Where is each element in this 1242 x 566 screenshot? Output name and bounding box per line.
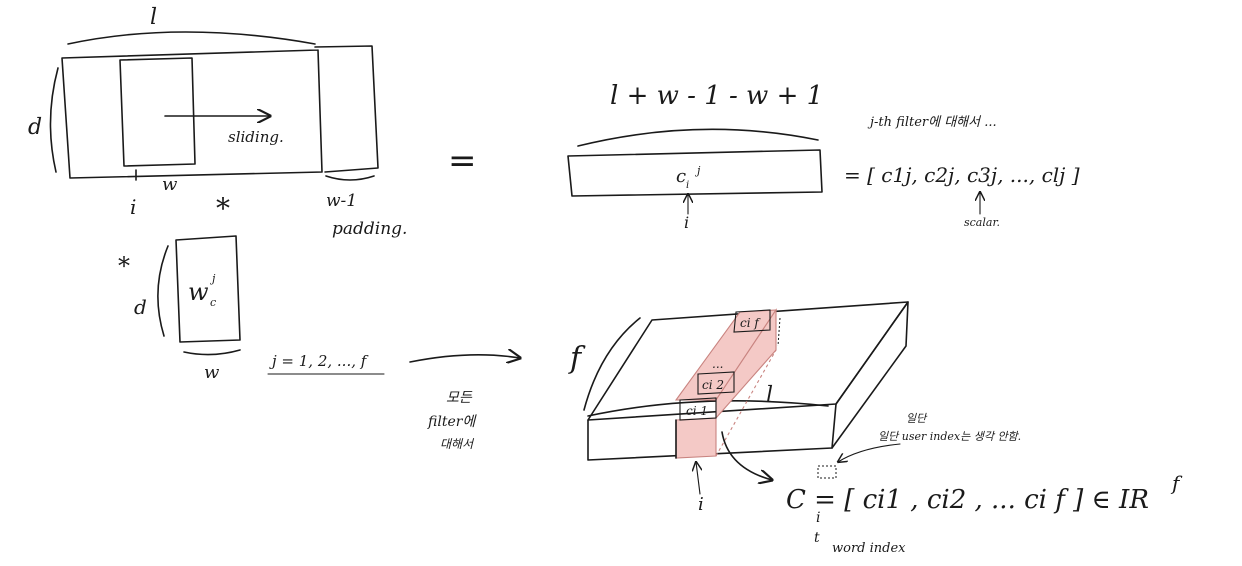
kernel-depth-brace: [157, 245, 169, 337]
sliding-label: sliding.: [228, 128, 284, 146]
feature-map-length-brace: [587, 400, 829, 417]
output-vector: l + w - 1 - w + 1 c i j i j-th filter에 대…: [567, 81, 1080, 232]
cell-mid-box: [697, 371, 735, 395]
kernel-depth-label: d: [134, 295, 147, 319]
kernel-matrix: * d w c j w j = 1, 2, ..., f: [118, 235, 385, 383]
all-filters-line1: 모든: [446, 390, 473, 406]
position-label: i: [130, 195, 136, 219]
cell-bot-label: ci 1: [686, 404, 708, 418]
feature-length-label: l: [766, 383, 773, 408]
depth-brace: [49, 67, 59, 173]
sliding-window: [119, 57, 196, 167]
feature-map: ci f ci 2 ci 1 ... f l i: [568, 301, 909, 515]
padding-word: padding.: [332, 219, 407, 239]
cell-bot-box: [679, 397, 717, 421]
output-cell-sup: j: [694, 164, 701, 177]
depth-label: d: [28, 115, 42, 140]
pink-column-front: [675, 417, 717, 459]
kernel-weight-sup: j: [209, 272, 216, 285]
word-index-t: t: [814, 530, 820, 546]
padding-region: [314, 45, 379, 173]
to-feature-map-arrow: [409, 355, 520, 362]
feature-vector-sub: i: [816, 510, 820, 526]
filter-range-label: j = 1, 2, ..., f: [269, 352, 369, 370]
output-cell-sub: i: [686, 180, 689, 191]
feature-depth-label: f: [568, 341, 586, 376]
output-cell-label: c: [676, 166, 686, 187]
input-matrix-border: [61, 49, 323, 179]
feature-map-side: [831, 301, 909, 449]
equals-sign: =: [448, 141, 477, 181]
feature-position-arrow: [696, 462, 700, 495]
output-vector-border: [567, 149, 823, 197]
feature-map-depth-brace: [583, 317, 641, 411]
user-index-note: 일단 user index는 생각 안함.: [878, 430, 1021, 443]
user-index-box: [817, 465, 837, 479]
output-position-label: i: [684, 213, 689, 232]
input-matrix: l d sliding. w i w-1 padding.: [28, 5, 407, 239]
feature-vector-expr: C = [ ci1 , ci2 , ... ci f ] ∈ IR: [786, 485, 1149, 515]
cell-mid-label: ci 2: [702, 378, 724, 392]
user-index-note-line1: 일단: [906, 412, 928, 425]
window-width-label: w: [162, 174, 178, 195]
padding-size-label: w-1: [326, 191, 357, 211]
feature-position-label: i: [698, 494, 704, 515]
pink-column-dashed-edge: [715, 349, 777, 457]
kernel-width-label: w: [204, 362, 220, 383]
kernel-weight-sub: c: [210, 296, 216, 309]
column-dotted-edge: [777, 317, 781, 347]
all-filters-line3: 대해서: [440, 437, 475, 451]
output-length-expr: l + w - 1 - w + 1: [610, 81, 823, 111]
kernel-weight-label: w: [188, 278, 209, 306]
cell-top-box: [733, 309, 771, 333]
all-filters-note: 모든 filter에 대해서: [427, 390, 477, 451]
scalar-label: scalar.: [964, 216, 1000, 229]
kernel-width-brace: [183, 349, 241, 356]
user-index-arrow: [838, 443, 901, 462]
length-brace: [67, 31, 316, 45]
convolution-symbol: *: [216, 192, 230, 225]
output-sequence: = [ c1j, c2j, c3j, ..., clj ]: [844, 163, 1080, 187]
word-index-label: word index: [832, 541, 906, 556]
all-filters-line2: filter에: [427, 414, 477, 430]
padding-brace: [325, 175, 375, 181]
cell-top-label: ci f: [740, 316, 761, 330]
length-label: l: [150, 5, 157, 30]
feature-vector: 일단 일단 user index는 생각 안함. C = [ ci1 , ci2…: [786, 412, 1183, 556]
output-length-brace: [577, 128, 819, 147]
cell-dots: ...: [712, 357, 723, 371]
output-note: j-th filter에 대해서 ...: [867, 115, 997, 130]
kernel-border: [175, 235, 241, 343]
feature-vector-sup: f: [1170, 471, 1183, 495]
kernel-star: *: [118, 252, 130, 280]
column-to-vector-arrow: [721, 431, 772, 480]
